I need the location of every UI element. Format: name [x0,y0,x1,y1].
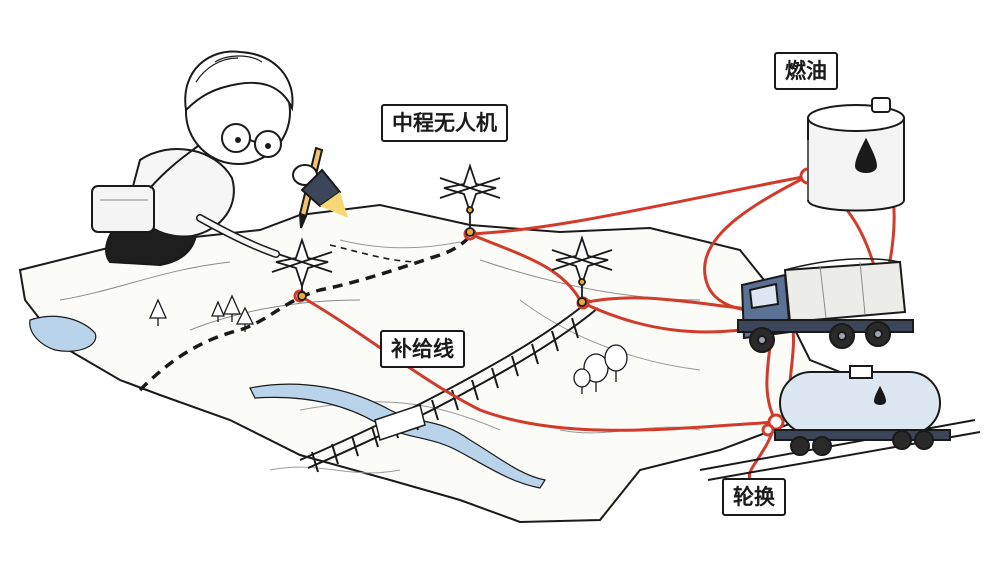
trees [148,294,628,394]
river [29,315,546,489]
rotation-label: 轮换 [722,478,786,516]
truck-icon [737,257,914,353]
tank-car-icon [699,365,981,481]
fuel-label: 燃油 [774,52,838,90]
railway [299,299,599,473]
supply-line-label: 补给线 [380,330,465,368]
person-figure [91,50,348,267]
drone-icon [551,235,613,307]
drone-icon [271,237,333,301]
dashed-road [138,234,472,392]
drone-label: 中程无人机 [381,104,508,142]
dashed-path [329,244,421,263]
drone-icon [439,163,501,237]
fuel-drum-icon [807,97,905,212]
bridge [374,404,426,441]
